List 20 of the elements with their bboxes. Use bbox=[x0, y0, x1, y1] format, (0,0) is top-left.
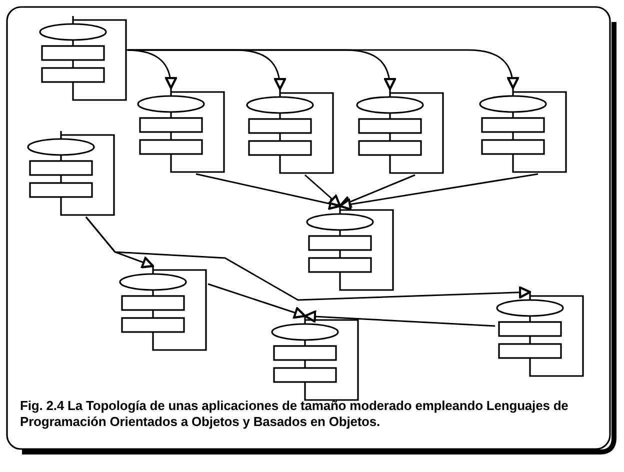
module-icon bbox=[478, 88, 568, 174]
arrow bbox=[338, 174, 416, 208]
arrow bbox=[85, 216, 532, 301]
arrow bbox=[338, 173, 538, 210]
module-icon bbox=[495, 292, 585, 378]
figure-caption: Fig. 2.4 La Topología de unas aplicaciones de tamaño moderado empleando Lenguajes de Programación Orientados a Objetos y Basados en Objetos. bbox=[20, 398, 570, 430]
arrow bbox=[196, 173, 342, 210]
module-icon bbox=[355, 89, 445, 175]
module-icon bbox=[118, 266, 208, 352]
module-icon bbox=[305, 206, 395, 292]
arrow bbox=[304, 310, 496, 327]
arrow bbox=[304, 174, 342, 208]
arrow bbox=[208, 283, 306, 319]
module-icon bbox=[245, 89, 335, 175]
arrow bbox=[128, 49, 519, 90]
arrow bbox=[125, 49, 177, 90]
module-icon bbox=[136, 88, 226, 174]
module-icon bbox=[38, 16, 128, 102]
module-icon bbox=[26, 131, 116, 217]
module-icon bbox=[270, 316, 360, 402]
